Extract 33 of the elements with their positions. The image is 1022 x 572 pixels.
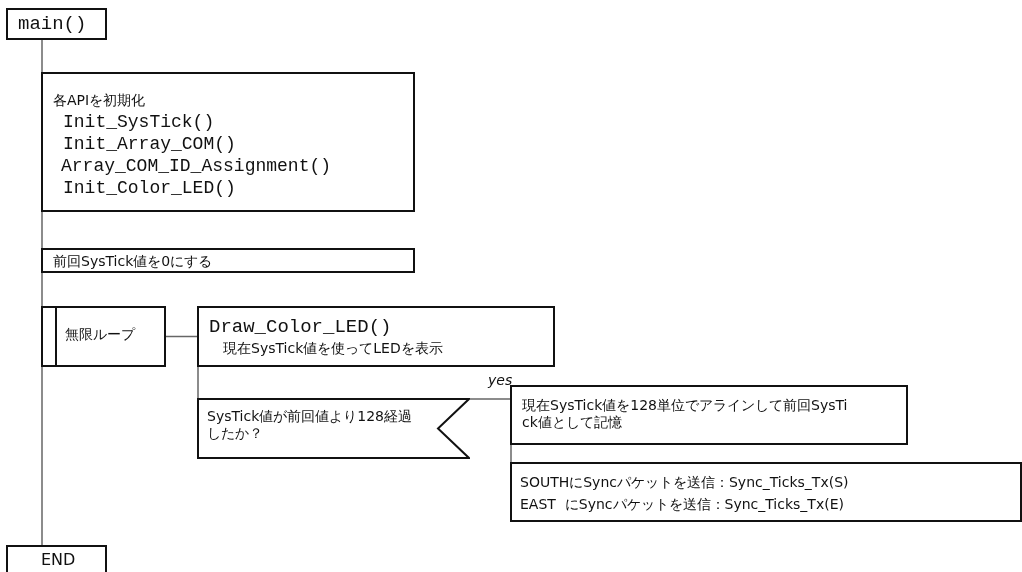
process-text: 前回SysTick値を0にする	[53, 253, 213, 270]
function-call: Init_Color_LED()	[63, 178, 236, 200]
process-heading: 各APIを初期化	[53, 92, 146, 109]
connector-line	[41, 366, 43, 546]
function-box	[6, 8, 107, 40]
end-label: END	[41, 550, 76, 570]
loop-box	[41, 306, 166, 367]
process-text: EAST にSyncパケットを送信：Sync_Ticks_Tx(E)	[520, 496, 844, 513]
connector-line	[197, 366, 199, 399]
connector-line	[41, 272, 43, 307]
process-box	[197, 306, 555, 367]
end-box	[6, 545, 107, 572]
function-call: Init_Array_COM()	[63, 134, 236, 156]
condition-box	[197, 398, 470, 459]
function-name: main()	[18, 13, 87, 36]
loop-label: 無限ループ	[65, 326, 135, 343]
process-text: 現在SysTick値を使ってLEDを表示	[223, 340, 443, 357]
process-box	[41, 248, 415, 273]
connector-line	[41, 39, 43, 73]
process-box	[510, 385, 908, 445]
connector-line	[165, 335, 198, 338]
process-text: 現在SysTick値を128単位でアラインして前回SysTick値として記憶	[522, 397, 849, 431]
function-call: Init_SysTick()	[63, 112, 215, 134]
process-text: SOUTHにSyncパケットを送信：Sync_Ticks_Tx(S)	[520, 474, 849, 491]
function-call: Array_COM_ID_Assignment()	[61, 156, 332, 178]
connector-line	[469, 398, 511, 400]
process-box	[41, 72, 415, 212]
condition-text: SysTick値が前回値より128経過したか？	[207, 408, 412, 442]
connector-line	[41, 211, 43, 249]
function-call: Draw_Color_LED()	[209, 316, 392, 339]
connector-line	[510, 444, 512, 463]
edge-label: yes	[488, 372, 513, 389]
process-box	[510, 462, 1022, 522]
